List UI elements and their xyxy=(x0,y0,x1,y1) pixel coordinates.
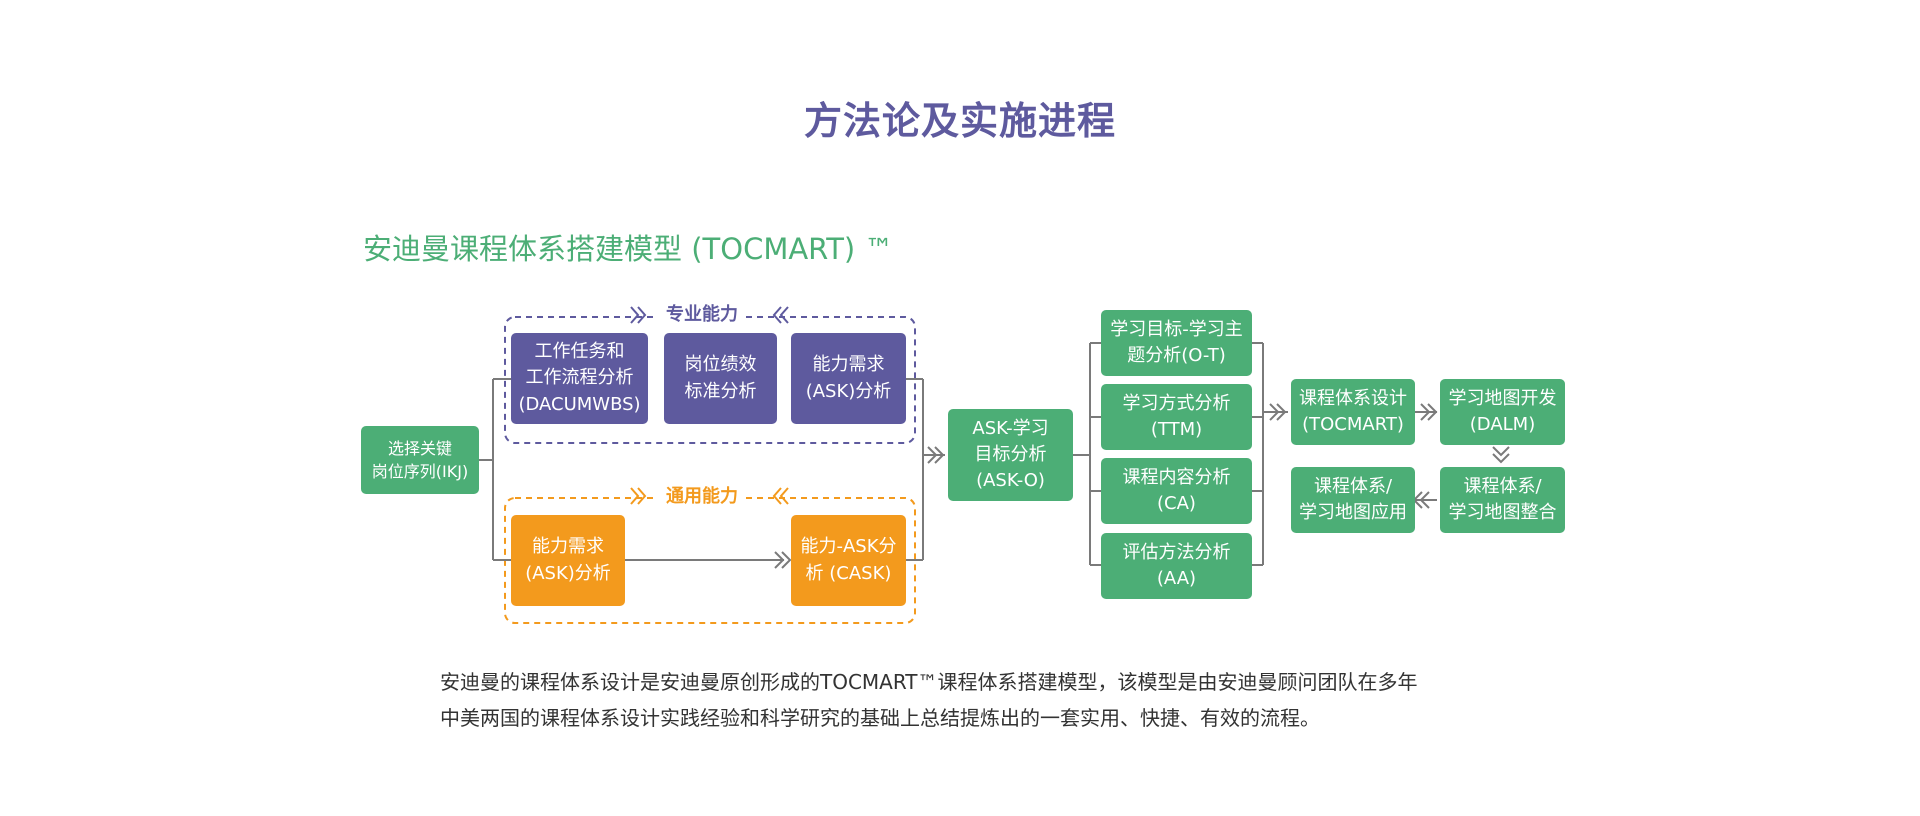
node-aa: 评估方法分析 (AA) xyxy=(1101,533,1252,599)
description-line-2: 中美两国的课程体系设计实践经验和科学研究的基础上总结提炼出的一套实用、快捷、有效… xyxy=(440,706,1320,730)
node-ask-analysis-general: 能力需求 (ASK)分析 xyxy=(511,515,625,606)
model-title: 安迪曼课程体系搭建模型 (TOCMART) ™ xyxy=(363,232,894,266)
professional-ability-label: 专业能力 xyxy=(658,303,746,327)
node-tocmart: 课程体系设计 (TOCMART) xyxy=(1291,379,1415,445)
node-ask-o: ASK-学习 目标分析 (ASK-O) xyxy=(948,409,1073,501)
node-dalm: 学习地图开发 (DALM) xyxy=(1440,379,1565,445)
node-ca: 课程内容分析 (CA) xyxy=(1101,458,1252,524)
node-cask: 能力-ASK分 析 (CASK) xyxy=(791,515,906,606)
node-o-t: 学习目标-学习主 题分析(O-T) xyxy=(1101,310,1252,376)
node-performance-analysis: 岗位绩效 标准分析 xyxy=(664,333,777,424)
node-dacumwbs: 工作任务和 工作流程分析 (DACUMWBS) xyxy=(511,333,648,424)
node-integration: 课程体系/ 学习地图整合 xyxy=(1440,467,1565,533)
professional-chevrons xyxy=(630,306,789,324)
general-chevrons xyxy=(630,487,789,505)
page-title: 方法论及实施进程 xyxy=(803,99,1116,143)
general-ability-label: 通用能力 xyxy=(658,485,746,509)
node-ttm: 学习方式分析 (TTM) xyxy=(1101,384,1252,450)
node-ask-analysis-professional: 能力需求 (ASK)分析 xyxy=(791,333,906,424)
connector-lines xyxy=(479,342,1510,569)
description: 安迪曼的课程体系设计是安迪曼原创形成的TOCMART™课程体系搭建模型，该模型是… xyxy=(440,664,1520,736)
node-ikj: 选择关键 岗位序列(IKJ) xyxy=(361,426,479,494)
description-line-1: 安迪曼的课程体系设计是安迪曼原创形成的TOCMART™课程体系搭建模型，该模型是… xyxy=(440,670,1418,694)
node-application: 课程体系/ 学习地图应用 xyxy=(1291,467,1415,533)
